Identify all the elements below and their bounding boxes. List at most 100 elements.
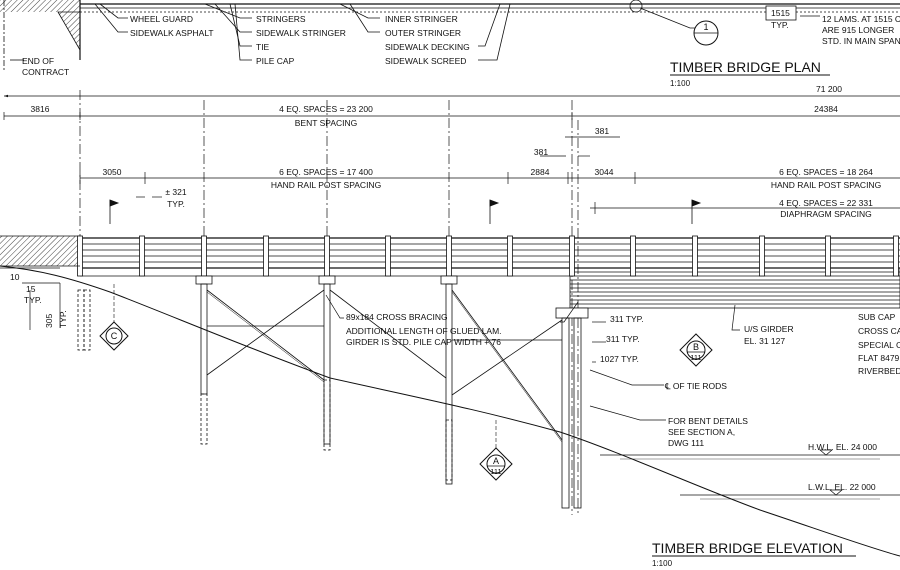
tie-rods-label: ℄ OF TIE RODS (664, 381, 727, 391)
svg-text:GIRDER IS STD. PILE CAP WIDTH: GIRDER IS STD. PILE CAP WIDTH + 76 (346, 337, 501, 347)
svg-text:15: 15 (26, 284, 36, 294)
svg-text:1: 1 (703, 22, 708, 32)
railing-post (324, 235, 330, 277)
railing-post (759, 235, 765, 277)
svg-text:SPECIAL C: SPECIAL C (858, 340, 900, 350)
sidewalk-asphalt-label: SIDEWALK ASPHALT (130, 28, 214, 38)
svg-text:STD. IN MAIN SPAN: STD. IN MAIN SPAN (822, 36, 900, 46)
svg-text:BENT SPACING: BENT SPACING (295, 118, 358, 128)
bents (77, 275, 589, 509)
svg-text:111: 111 (490, 467, 501, 476)
railing-post (692, 235, 698, 277)
svg-text:6 EQ. SPACES = 17 400: 6 EQ. SPACES = 17 400 (279, 167, 373, 177)
svg-text:SIDEWALK SCREED: SIDEWALK SCREED (385, 56, 466, 66)
svg-text:OUTER STRINGER: OUTER STRINGER (385, 28, 461, 38)
svg-text:381: 381 (534, 147, 548, 157)
svg-text:3050: 3050 (103, 167, 122, 177)
section-1-marker: 1 (629, 0, 719, 46)
svg-text:3816: 3816 (31, 104, 50, 114)
svg-text:TIE: TIE (256, 42, 270, 52)
svg-text:EL. 31 127: EL. 31 127 (744, 336, 785, 346)
svg-text:CONTRACT: CONTRACT (22, 67, 69, 77)
svg-text:1027 TYP.: 1027 TYP. (600, 354, 639, 364)
railing-post (139, 235, 145, 277)
elevation-title-block: TIMBER BRIDGE ELEVATION 1:100 (652, 540, 856, 568)
elevation-title: TIMBER BRIDGE ELEVATION (652, 540, 843, 556)
svg-text:SUB CAP: SUB CAP (858, 312, 896, 322)
svg-text:4 EQ. SPACES = 23 200: 4 EQ. SPACES = 23 200 (279, 104, 373, 114)
svg-text:± 321: ± 321 (165, 187, 186, 197)
plan-mid-labels: STRINGERS SIDEWALK STRINGER TIE PILE CAP (256, 14, 346, 66)
svg-text:HAND RAIL POST SPACING: HAND RAIL POST SPACING (771, 180, 881, 190)
railing-post (825, 235, 831, 277)
plan-title: TIMBER BRIDGE PLAN (670, 59, 821, 75)
svg-text:CROSS CA: CROSS CA (858, 326, 900, 336)
plan-title-block: TIMBER BRIDGE PLAN 1:100 (670, 59, 830, 88)
svg-text:10: 10 (10, 272, 20, 282)
svg-text:A: A (493, 456, 499, 466)
svg-text:6 EQ. SPACES = 18 264: 6 EQ. SPACES = 18 264 (779, 167, 873, 177)
svg-text:TYP.: TYP. (167, 199, 185, 209)
railing-post (893, 235, 899, 277)
svg-text:305: 305 (44, 314, 54, 328)
elevation-callouts: 89x184 CROSS BRACING ADDITIONAL LENGTH O… (346, 312, 794, 448)
elevation-scale: 1:100 (652, 559, 673, 568)
railing-post (569, 235, 575, 277)
railing-post (446, 235, 452, 277)
svg-text:311 TYP.: 311 TYP. (610, 314, 644, 324)
right-edge-notes: SUB CAP CROSS CA SPECIAL C FLAT 8479 RIV… (858, 312, 900, 376)
railing-post (507, 235, 513, 277)
left-end-dims (0, 267, 61, 330)
ground-profile (0, 265, 900, 557)
section-marker-b: B 111 (679, 333, 713, 367)
plan-left-labels: WHEEL GUARD SIDEWALK ASPHALT (130, 14, 214, 38)
svg-text:B: B (693, 342, 699, 352)
left-end-dim-labels: 10 15 TYP. 305 TYP. (10, 272, 68, 328)
cross-bracing-label: 89x184 CROSS BRACING (346, 312, 448, 322)
svg-text:71 200: 71 200 (816, 84, 842, 94)
hwl-label: H.W.L. EL. 24 000 (808, 442, 877, 452)
svg-text:TYP.: TYP. (771, 20, 789, 30)
svg-text:111: 111 (690, 353, 701, 362)
svg-text:TYP.: TYP. (24, 295, 42, 305)
svg-text:3044: 3044 (595, 167, 614, 177)
svg-text:SIDEWALK DECKING: SIDEWALK DECKING (385, 42, 470, 52)
svg-text:RIVERBED: RIVERBED (858, 366, 900, 376)
svg-text:311 TYP.: 311 TYP. (606, 334, 640, 344)
svg-text:SEE SECTION A,: SEE SECTION A, (668, 427, 735, 437)
section-marker-a: A 111 (479, 420, 513, 481)
dimension-texts: 71 200 3816 4 EQ. SPACES = 23 200 BENT S… (31, 84, 882, 219)
svg-text:ADDITIONAL LENGTH OF GLUED LAM: ADDITIONAL LENGTH OF GLUED LAM. (346, 326, 502, 336)
svg-text:PILE CAP: PILE CAP (256, 56, 295, 66)
railing-posts (77, 235, 899, 277)
svg-text:END OF: END OF (22, 56, 54, 66)
water-levels (600, 449, 900, 500)
railing-post (201, 235, 207, 277)
wheel-guard-label: WHEEL GUARD (130, 14, 193, 24)
svg-text:12 LAMS. AT 1515 C: 12 LAMS. AT 1515 C (822, 14, 900, 24)
lwl-label: L.W.L. EL. 22 000 (808, 482, 876, 492)
svg-text:381: 381 (595, 126, 609, 136)
section-marker-c: C (99, 284, 129, 351)
railing-post (263, 235, 269, 277)
svg-text:4 EQ. SPACES = 22 331: 4 EQ. SPACES = 22 331 (779, 198, 873, 208)
railing-post (630, 235, 636, 277)
plan-view (0, 0, 900, 70)
post-flags (109, 199, 702, 224)
svg-text:24384: 24384 (814, 104, 838, 114)
water-level-labels: H.W.L. EL. 24 000 L.W.L. EL. 22 000 (808, 442, 877, 492)
svg-text:C: C (111, 331, 118, 341)
svg-text:DWG 111: DWG 111 (668, 438, 704, 448)
svg-text:2884: 2884 (531, 167, 550, 177)
svg-text:FOR BENT DETAILS: FOR BENT DETAILS (668, 416, 748, 426)
svg-text:STRINGERS: STRINGERS (256, 14, 306, 24)
railing-post (77, 235, 83, 277)
plan-scale: 1:100 (670, 79, 691, 88)
callout-leaders (325, 294, 740, 421)
svg-text:1515: 1515 (771, 8, 790, 18)
plan-right-labels: INNER STRINGER OUTER STRINGER SIDEWALK D… (385, 14, 470, 66)
svg-text:FLAT 8479: FLAT 8479 (858, 353, 900, 363)
svg-text:TYP.: TYP. (58, 310, 68, 328)
